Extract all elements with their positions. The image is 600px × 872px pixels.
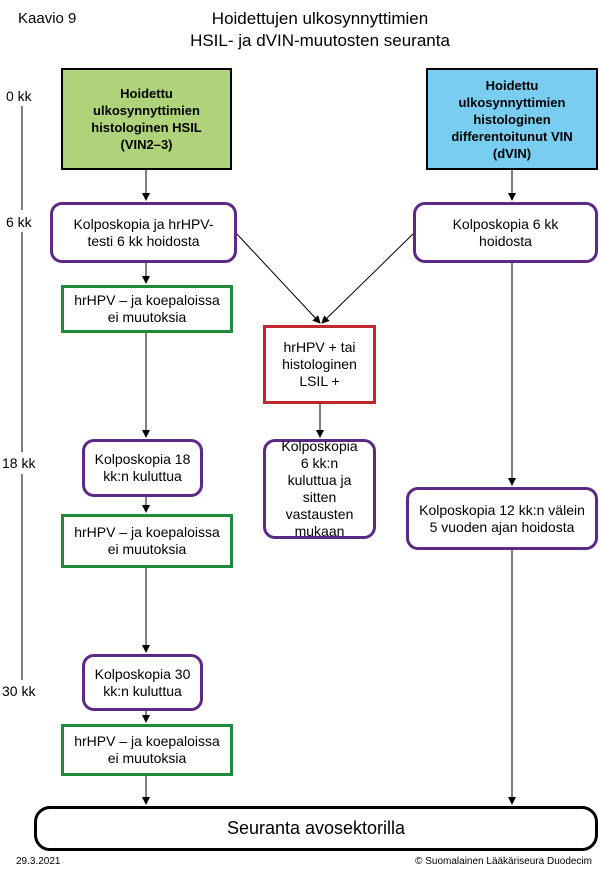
footer-copyright: © Suomalainen Lääkäriseura Duodecim bbox=[415, 856, 592, 867]
seuranta-avosektorilla-box: Seuranta avosektorilla bbox=[34, 806, 598, 851]
title-line-1: Hoidettujen ulkosynnyttimien bbox=[211, 9, 429, 28]
arrow-kolpo6-to-hpvpos bbox=[235, 232, 321, 324]
kolposkopia-12kk-box: Kolposkopia 12 kk:n välein 5 vuoden ajan… bbox=[406, 487, 598, 550]
kolposkopia-6kk-then-box: Kolposkopia 6 kk:n kuluttua ja sitten va… bbox=[263, 438, 376, 539]
kolposkopia-hrhpv-6kk-box: Kolposkopia ja hrHPV-testi 6 kk hoidosta bbox=[50, 202, 237, 263]
hrhpv-negative-box-2: hrHPV – ja koepaloissa ei muutoksia bbox=[61, 514, 233, 568]
hrhpv-positive-box: hrHPV + tai histologinen LSIL + bbox=[263, 325, 376, 404]
dvin-box: Hoidettu ulkosynnyttimien histologinen d… bbox=[426, 68, 598, 170]
timeline-label-30: 30 kk bbox=[2, 683, 36, 699]
timeline-label-6: 6 kk bbox=[6, 214, 32, 230]
footer-date: 29.3.2021 bbox=[16, 856, 61, 867]
kolposkopia-6kk-right-box: Kolposkopia 6 kk hoidosta bbox=[413, 202, 598, 263]
timeline-label-0: 0 kk bbox=[6, 88, 32, 104]
kolposkopia-30kk-box: Kolposkopia 30 kk:n kuluttua bbox=[82, 654, 203, 711]
hrhpv-negative-box-1: hrHPV – ja koepaloissa ei muutoksia bbox=[61, 285, 233, 333]
kolposkopia-18kk-box: Kolposkopia 18 kk:n kuluttua bbox=[82, 439, 203, 497]
diagram-title: Hoidettujen ulkosynnyttimien HSIL- ja dV… bbox=[150, 8, 490, 52]
arrow-kolpo6right-to-hpvpos bbox=[321, 232, 415, 324]
timeline-label-18: 18 kk bbox=[2, 455, 36, 471]
hrhpv-negative-box-3: hrHPV – ja koepaloissa ei muutoksia bbox=[61, 724, 233, 776]
figure-label: Kaavio 9 bbox=[18, 10, 77, 27]
hsil-box: Hoidettu ulkosynnyttimien histologinen H… bbox=[61, 68, 232, 170]
title-line-2: HSIL- ja dVIN-muutosten seuranta bbox=[190, 31, 450, 50]
